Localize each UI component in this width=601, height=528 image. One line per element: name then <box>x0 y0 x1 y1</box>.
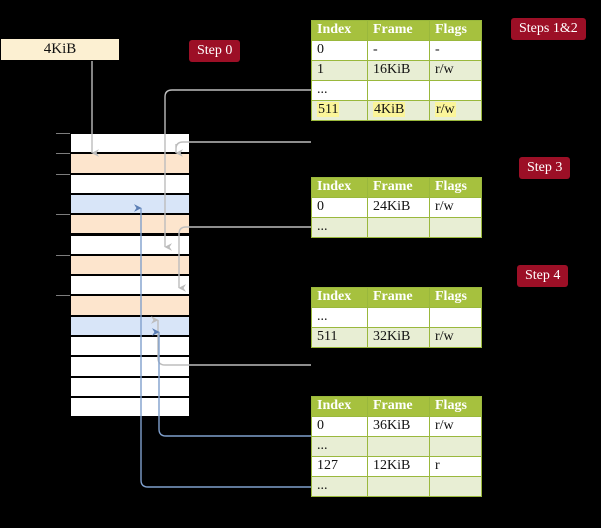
table-header-row: Index Frame Flags <box>311 396 482 417</box>
cell-index: ... <box>311 436 368 457</box>
memory-frame-9 <box>70 315 190 336</box>
memory-frame-12 <box>70 376 190 397</box>
table-row: ... <box>311 80 482 101</box>
table-row: ... <box>311 307 482 328</box>
memory-frame-1 <box>70 153 190 174</box>
table-row: ... <box>311 217 482 238</box>
cell-flags: r/w <box>429 100 482 121</box>
table-header-row: Index Frame Flags <box>311 287 482 308</box>
cell-index: 127 <box>311 456 368 477</box>
memory-frame-2 <box>70 173 190 194</box>
request-size-box: 4KiB <box>0 38 120 61</box>
cell-frame <box>367 307 430 328</box>
table-row: ... <box>311 476 482 497</box>
cell-index: 511 <box>311 327 368 348</box>
wire-level4-to-memory-4kib <box>175 141 311 157</box>
wire-level3-to-memory-24kib <box>178 226 311 292</box>
cell-flags: r/w <box>429 197 482 218</box>
cell-frame: 36KiB <box>367 416 430 437</box>
column-header-flags: Flags <box>429 287 482 308</box>
cell-flags <box>429 217 482 238</box>
cell-index: 0 <box>311 416 368 437</box>
cell-index: ... <box>311 80 368 101</box>
memory-frame-6 <box>70 254 190 276</box>
cell-index: ... <box>311 476 368 497</box>
column-header-frame: Frame <box>367 287 430 308</box>
memory-tick-4 <box>56 214 70 216</box>
cell-flags <box>429 307 482 328</box>
table-header-row: Index Frame Flags <box>311 177 482 198</box>
memory-frame-13 <box>70 396 190 418</box>
column-header-flags: Flags <box>429 20 482 41</box>
cell-frame <box>367 476 430 497</box>
cell-flags <box>429 80 482 101</box>
memory-tick-0 <box>56 133 70 134</box>
cell-flags <box>429 476 482 497</box>
cell-flags: r/w <box>429 60 482 81</box>
memory-frame-4 <box>70 214 190 235</box>
cell-frame <box>367 80 430 101</box>
cell-frame: 16KiB <box>367 60 430 81</box>
cell-flags: r/w <box>429 416 482 437</box>
step-badge-steps-1-and-2: Steps 1&2 <box>511 18 586 40</box>
cell-frame: 24KiB <box>367 197 430 218</box>
cell-flags: r <box>429 456 482 477</box>
memory-frame-5 <box>70 234 190 255</box>
cell-frame: - <box>367 40 430 61</box>
table-row: ... <box>311 436 482 457</box>
memory-frame-8 <box>70 295 190 316</box>
cell-index: 0 <box>311 40 368 61</box>
column-header-frame: Frame <box>367 396 430 417</box>
memory-frame-3 <box>70 193 190 215</box>
cell-frame: 32KiB <box>367 327 430 348</box>
column-header-frame: Frame <box>367 177 430 198</box>
column-header-index: Index <box>311 177 368 198</box>
memory-frame-11 <box>70 356 190 377</box>
memory-tick-2 <box>56 173 70 175</box>
memory-tick-6 <box>56 254 70 256</box>
cell-index: 0 <box>311 197 368 218</box>
table-row: 0-- <box>311 40 482 61</box>
memory-frame-7 <box>70 275 190 296</box>
step-badge-step3: Step 3 <box>519 157 571 179</box>
cell-flags: - <box>429 40 482 61</box>
cell-index: ... <box>311 307 368 328</box>
cell-frame: 4KiB <box>367 100 430 121</box>
cell-index: 1 <box>311 60 368 81</box>
column-header-index: Index <box>311 20 368 41</box>
step-badge-step0: Step 0 <box>189 40 241 62</box>
physical-memory-column <box>70 133 190 418</box>
column-header-flags: Flags <box>429 396 482 417</box>
table-header-row: Index Frame Flags <box>311 20 482 41</box>
memory-frame-0 <box>70 133 190 154</box>
column-header-flags: Flags <box>429 177 482 198</box>
memory-tick-8 <box>56 295 70 297</box>
cell-frame: 12KiB <box>367 456 430 477</box>
step-badge-step4: Step 4 <box>517 265 569 287</box>
memory-frame-10 <box>70 336 190 357</box>
memory-tick-1 <box>56 153 70 155</box>
cell-flags <box>429 436 482 457</box>
cell-frame <box>367 217 430 238</box>
cell-index: 511 <box>311 100 368 121</box>
column-header-index: Index <box>311 287 368 308</box>
column-header-index: Index <box>311 396 368 417</box>
column-header-frame: Frame <box>367 20 430 41</box>
cell-flags: r/w <box>429 327 482 348</box>
cell-index: ... <box>311 217 368 238</box>
cell-frame <box>367 436 430 457</box>
